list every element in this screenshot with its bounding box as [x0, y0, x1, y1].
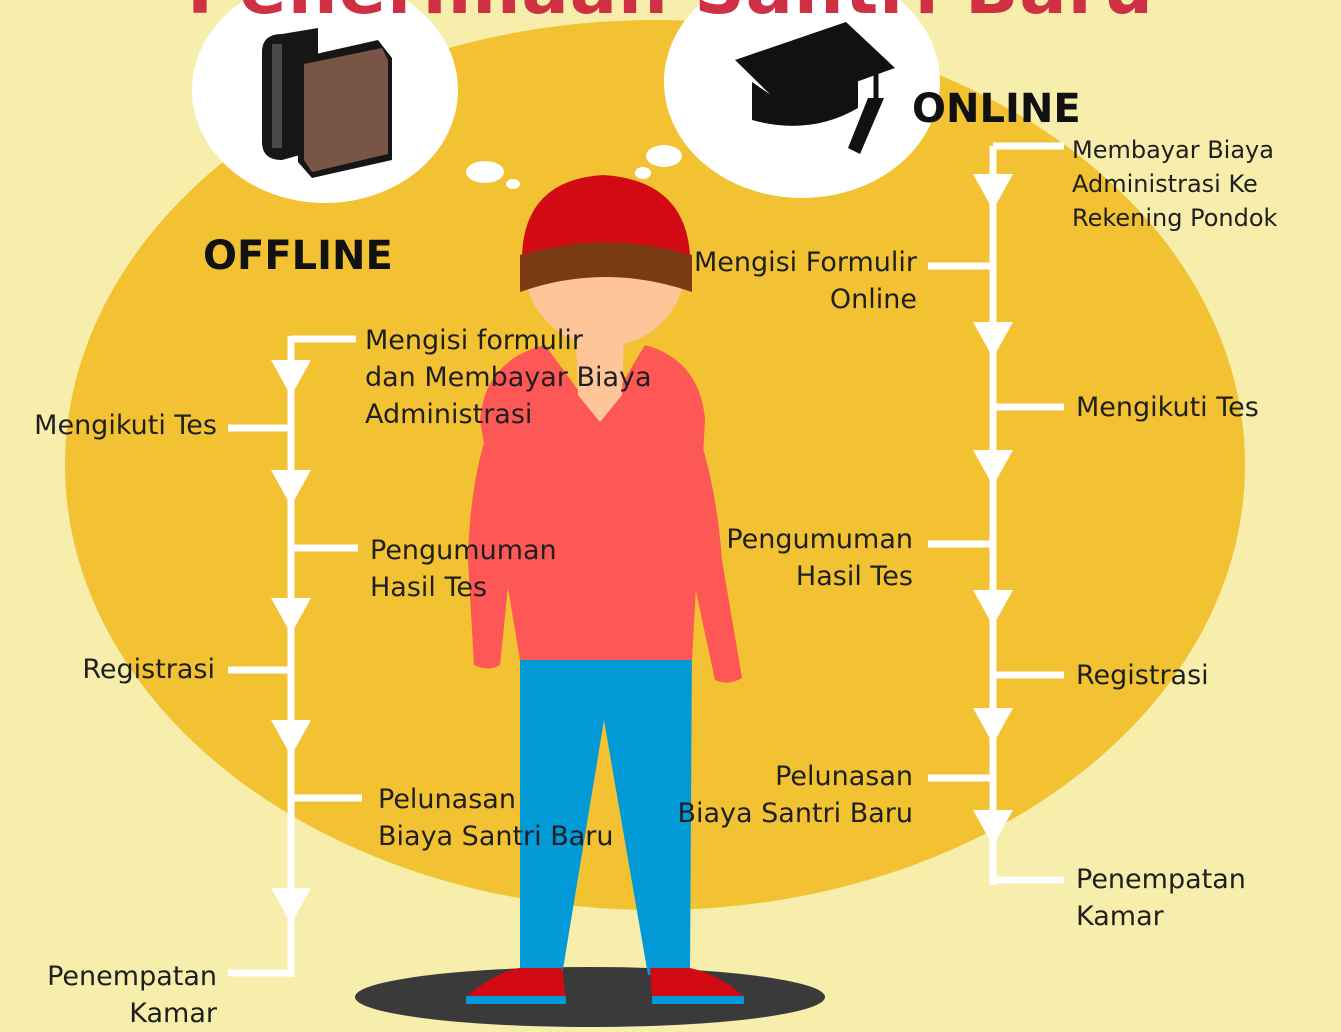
ground-shadow: [355, 967, 825, 1027]
graduation-cap-icon: [735, 22, 895, 154]
online-step-5: Registrasi: [1076, 660, 1209, 691]
right-shoe-sole: [652, 996, 744, 1004]
offline-flow-arrowhead: [271, 720, 311, 756]
right-shoe: [650, 968, 742, 1004]
left-shoe: [468, 968, 566, 1004]
pants: [520, 640, 692, 975]
offline-step-5: Pelunasan Biaya Santri Baru: [378, 784, 614, 852]
shirt: [480, 345, 705, 660]
offline-step-6: Penempatan Kamar: [47, 961, 217, 1029]
online-flow-arrowhead: [973, 708, 1013, 744]
left-shoe-sole: [466, 996, 566, 1004]
online-step-1: Membayar Biaya Administrasi Ke Rekening …: [1072, 136, 1278, 232]
online-step-6: Pelunasan Biaya Santri Baru: [677, 761, 913, 829]
cap: [522, 175, 690, 255]
online-step-7: Penempatan Kamar: [1076, 864, 1246, 932]
offline-flow-arrowhead: [271, 598, 311, 634]
offline-flow-arrowhead: [271, 360, 311, 396]
online-step-3: Mengikuti Tes: [1076, 392, 1259, 423]
online-step-2: Mengisi Formulir Online: [693, 247, 917, 315]
offline-step-2: Mengikuti Tes: [34, 410, 217, 441]
online-flow-arrowhead: [973, 322, 1013, 358]
page-title: Penerimaan Santri Baru: [0, 0, 1341, 30]
online-flow-arrowhead: [973, 590, 1013, 626]
books-icon: [262, 28, 392, 178]
person-figure: [466, 175, 744, 1004]
offline-heading: OFFLINE: [203, 233, 393, 279]
online-heading: ONLINE: [912, 86, 1081, 132]
offline-step-1: Mengisi formulir dan Membayar Biaya Admi…: [365, 325, 652, 430]
offline-flow-arrowhead: [271, 470, 311, 506]
offline-step-3: Pengumuman Hasil Tes: [370, 535, 557, 603]
offline-flow-arrowhead: [271, 888, 311, 924]
online-flow-arrowhead: [973, 810, 1013, 846]
online-flow-arrowhead: [973, 174, 1013, 210]
offline-step-4: Registrasi: [82, 654, 215, 685]
hair: [520, 240, 692, 292]
online-flow-arrowhead: [973, 450, 1013, 486]
flow-layer: [228, 142, 1064, 977]
online-step-4: Pengumuman Hasil Tes: [726, 524, 913, 592]
